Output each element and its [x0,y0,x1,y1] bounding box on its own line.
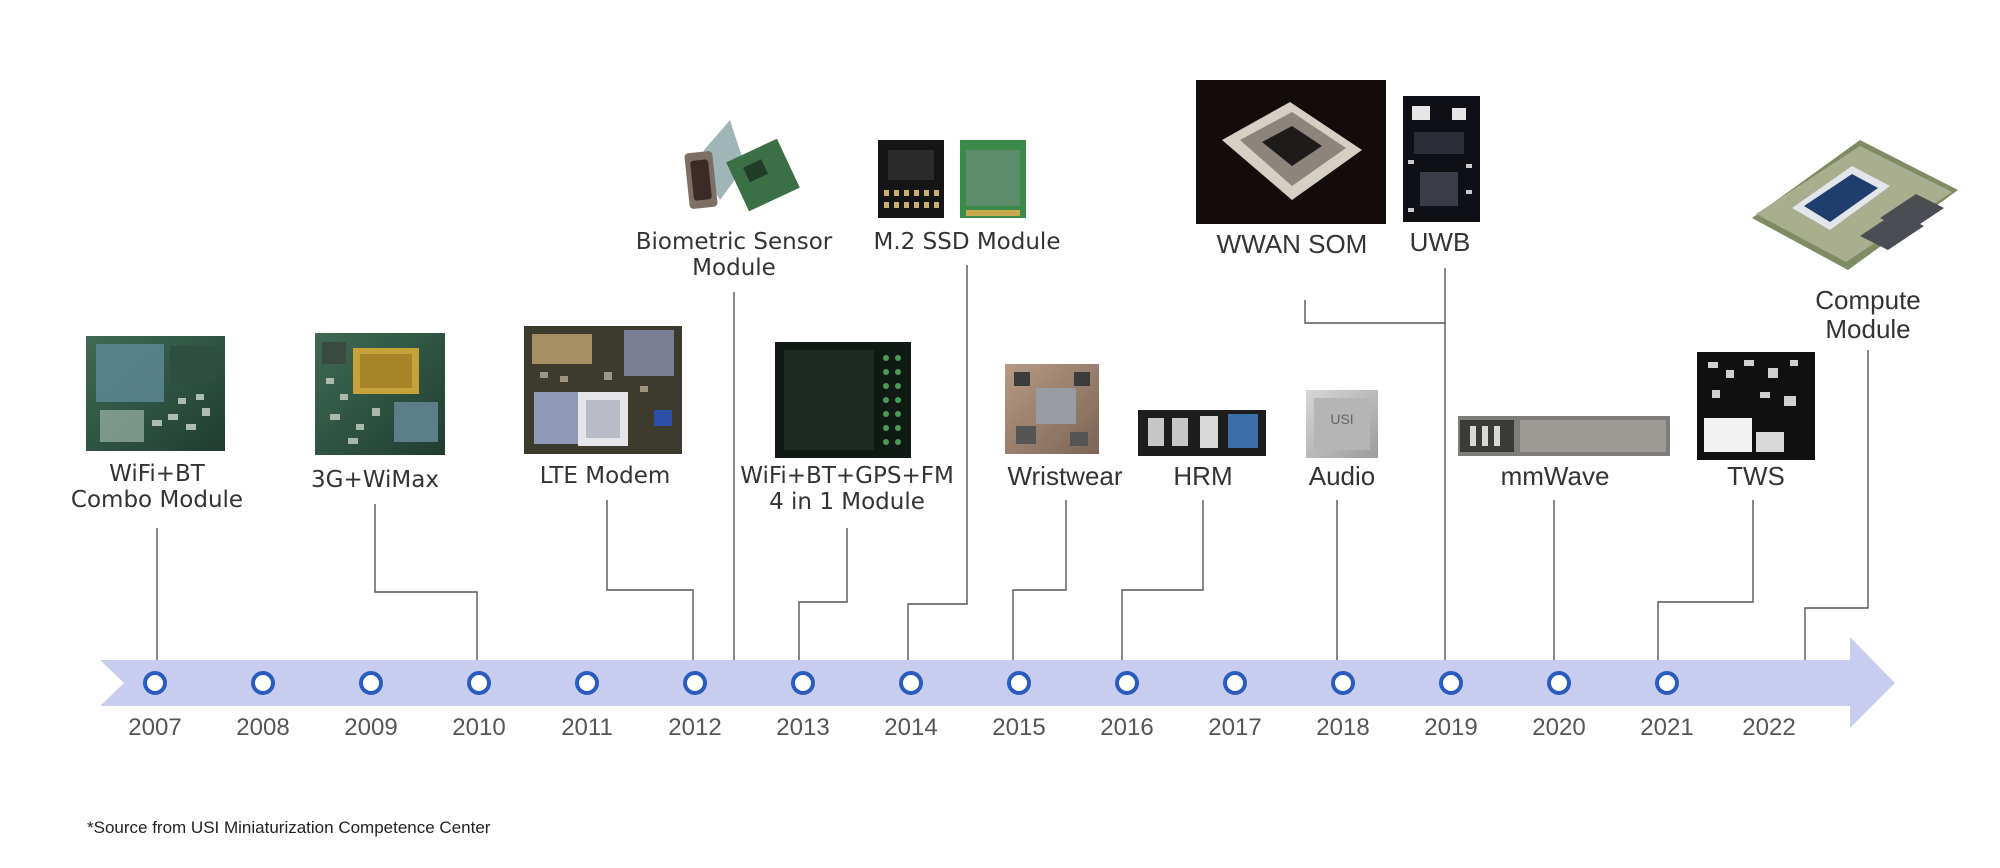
connector-3g-wimax [374,504,478,660]
year-marker-2015 [1007,671,1031,695]
connector-compute [1804,350,1869,660]
connector-hrm [1121,500,1204,660]
hrm-module-image [1138,410,1266,456]
connector-4in1 [798,528,848,660]
year-marker-2010 [467,671,491,695]
year-marker-2009 [359,671,383,695]
year-marker-2018 [1331,671,1355,695]
tws-module-image [1697,352,1815,460]
wifi-bt-combo-module-image [86,336,225,451]
year-marker-2020 [1547,671,1571,695]
connector-wwan [1304,300,1445,324]
year-marker-2017 [1223,671,1247,695]
year-marker-2011 [575,671,599,695]
m2-ssd-module-image [878,140,1026,218]
svg-text:USI: USI [1330,411,1353,427]
connector-lte [606,500,694,660]
wwan-som-image [1196,80,1386,224]
year-marker-2013 [791,671,815,695]
mmwave-module-image [1458,416,1670,456]
connector-m2-ssd [907,265,968,660]
connector-tws [1657,500,1754,660]
lte-modem-image [524,326,682,454]
year-marker-2019 [1439,671,1463,695]
timeline-arrow [100,637,1895,728]
year-marker-2014 [899,671,923,695]
3g-wimax-module-image [315,333,445,455]
4-in-1-module-image [775,342,911,458]
connectors [156,265,1869,660]
year-marker-2021 [1655,671,1679,695]
year-marker-2012 [683,671,707,695]
year-marker-2016 [1115,671,1139,695]
year-marker-2008 [251,671,275,695]
biometric-sensor-module-image [684,120,800,212]
wristwear-module-image [1005,364,1099,454]
uwb-module-image [1403,96,1480,222]
compute-module-image [1752,140,1958,270]
audio-module-image: USI [1306,390,1378,458]
connector-wristwear [1012,500,1067,660]
year-marker-2007 [143,671,167,695]
